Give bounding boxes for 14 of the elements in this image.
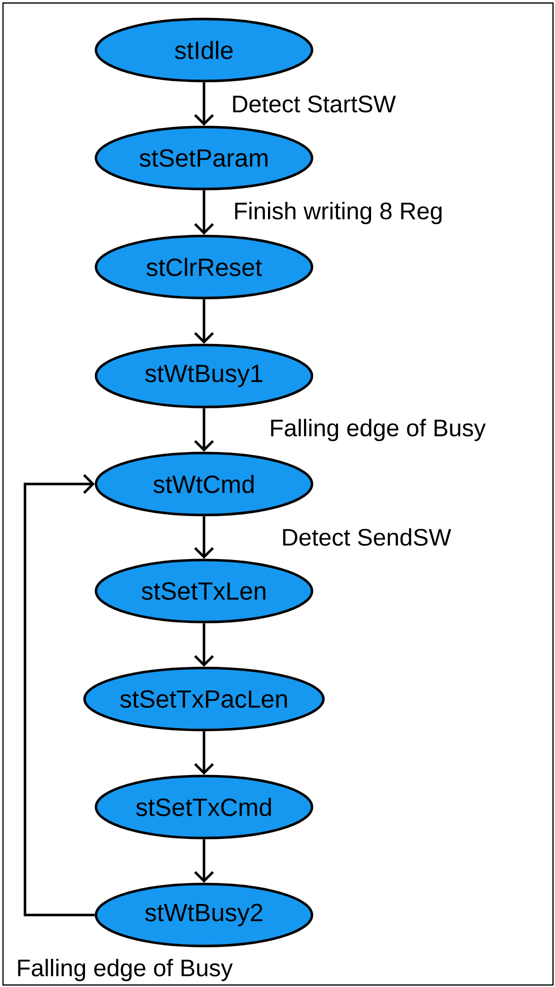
edge-label: Detect SendSW bbox=[280, 527, 452, 547]
edge-label: Falling edge of Busy bbox=[15, 958, 234, 982]
arrow bbox=[194, 82, 214, 126]
edge-label: Detect StartSW bbox=[230, 94, 397, 114]
arrow bbox=[194, 408, 214, 452]
arrow bbox=[194, 839, 214, 883]
arrow bbox=[194, 516, 214, 559]
arrow bbox=[24, 474, 95, 916]
edge-label: Falling edge of Busy bbox=[268, 418, 487, 442]
arrow bbox=[194, 731, 214, 775]
arrow bbox=[194, 190, 214, 235]
edge-label: Finish writing 8 Reg bbox=[232, 200, 444, 226]
arrow bbox=[194, 299, 214, 344]
arrow bbox=[194, 623, 214, 667]
